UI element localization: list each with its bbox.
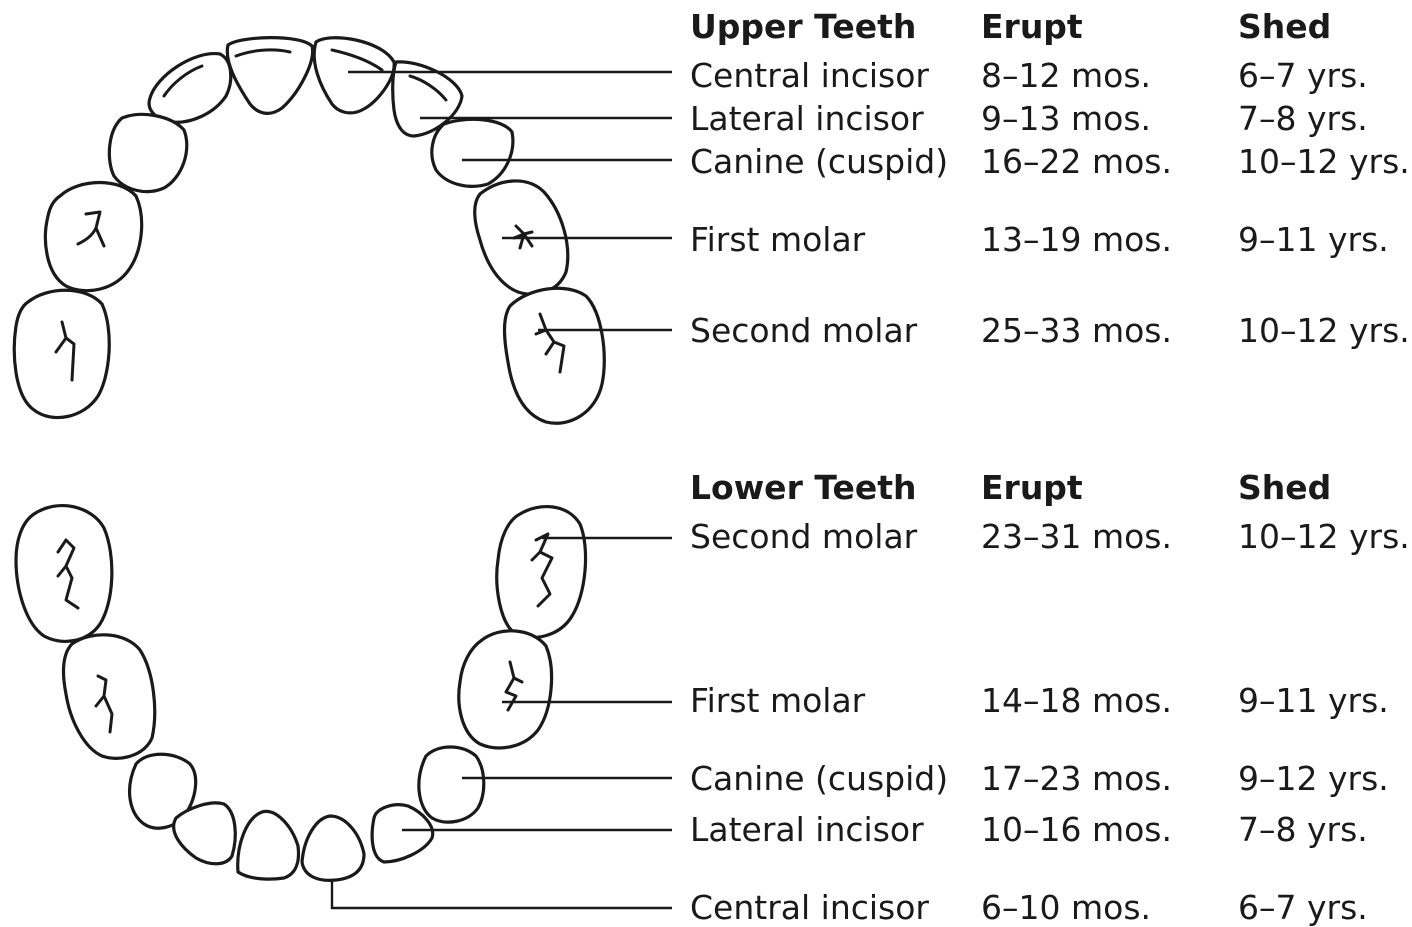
upper-teeth-header: Upper Teeth — [690, 10, 916, 43]
lower-row-name: Central incisor — [690, 891, 929, 924]
lower-teeth-header: Lower Teeth — [690, 471, 917, 504]
lower-right-lateral-incisor — [372, 805, 433, 862]
upper-left-canine — [109, 114, 186, 191]
upper-row-erupt: 25–33 mos. — [981, 314, 1172, 347]
lower-row-shed: 7–8 yrs. — [1238, 813, 1368, 846]
upper-erupt-header: Erupt — [981, 10, 1083, 43]
upper-left-lateral-incisor — [149, 54, 231, 123]
lower-row-shed: 9–11 yrs. — [1238, 684, 1389, 717]
upper-row-erupt: 8–12 mos. — [981, 59, 1151, 92]
upper-arch — [14, 38, 604, 424]
upper-left-second-molar — [14, 290, 109, 417]
lower-row-name: First molar — [690, 684, 865, 717]
lower-left-central-incisor-a — [238, 811, 299, 879]
upper-row-shed: 7–8 yrs. — [1238, 102, 1368, 135]
lower-erupt-header: Erupt — [981, 471, 1083, 504]
lower-row-erupt: 17–23 mos. — [981, 762, 1172, 795]
lower-row-name: Lateral incisor — [690, 813, 924, 846]
upper-row-erupt: 9–13 mos. — [981, 102, 1151, 135]
upper-row-erupt: 16–22 mos. — [981, 145, 1172, 178]
lower-left-second-molar — [16, 506, 112, 642]
lower-row-shed: 9–12 yrs. — [1238, 762, 1389, 795]
upper-row-shed: 10–12 yrs. — [1238, 314, 1410, 347]
lower-shed-header: Shed — [1238, 471, 1331, 504]
lower-row-erupt: 23–31 mos. — [981, 520, 1172, 553]
upper-right-central-incisor — [314, 38, 394, 113]
lower-row-name: Second molar — [690, 520, 917, 553]
lower-row-erupt: 14–18 mos. — [981, 684, 1172, 717]
upper-row-name: Canine (cuspid) — [690, 145, 948, 178]
lower-row-shed: 6–7 yrs. — [1238, 891, 1368, 924]
upper-row-name: Lateral incisor — [690, 102, 924, 135]
lower-central-incisor — [302, 816, 364, 880]
upper-right-canine — [432, 119, 513, 186]
upper-row-erupt: 13–19 mos. — [981, 223, 1172, 256]
upper-row-name: First molar — [690, 223, 865, 256]
lower-left-lateral-incisor — [174, 803, 236, 864]
lower-left-first-molar — [64, 635, 155, 758]
upper-left-first-molar — [45, 183, 141, 291]
upper-row-name: Second molar — [690, 314, 917, 347]
upper-right-second-molar — [505, 288, 605, 423]
upper-row-name: Central incisor — [690, 59, 929, 92]
lower-right-second-molar — [497, 507, 586, 638]
lower-row-erupt: 10–16 mos. — [981, 813, 1172, 846]
lower-arch — [16, 506, 586, 881]
upper-row-shed: 6–7 yrs. — [1238, 59, 1368, 92]
upper-shed-header: Shed — [1238, 10, 1331, 43]
lower-row-erupt: 6–10 mos. — [981, 891, 1151, 924]
lower-right-first-molar — [459, 631, 552, 748]
lower-right-canine — [419, 747, 484, 822]
upper-row-shed: 9–11 yrs. — [1238, 223, 1389, 256]
upper-row-shed: 10–12 yrs. — [1238, 145, 1410, 178]
lower-row-shed: 10–12 yrs. — [1238, 520, 1410, 553]
lower-row-name: Canine (cuspid) — [690, 762, 948, 795]
